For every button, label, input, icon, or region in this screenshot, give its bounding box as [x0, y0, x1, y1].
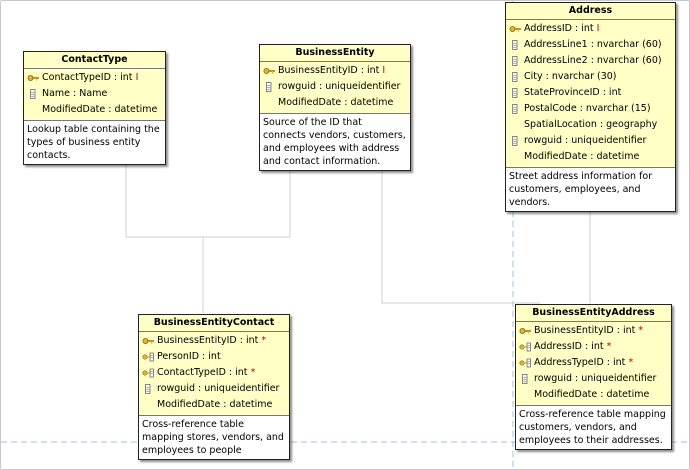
- entity-description: Cross-reference table mapping stores, ve…: [139, 415, 289, 459]
- column-name: ModifiedDate : datetime: [278, 97, 394, 108]
- entity-title: BusinessEntityContact: [139, 315, 289, 332]
- identity-mark: I: [135, 72, 139, 83]
- column-name: BusinessEntityID : int: [278, 65, 380, 76]
- column-name: AddressTypeID : int: [534, 357, 626, 368]
- column-name: AddressLine2 : nvarchar (60): [524, 55, 662, 66]
- entity-title: ContactType: [24, 52, 165, 69]
- column-row[interactable]: ContactTypeID : int *: [139, 365, 289, 381]
- column-name: ModifiedDate : datetime: [157, 399, 273, 410]
- column-name: AddressID : int: [534, 341, 604, 352]
- column-name: BusinessEntityID : int: [157, 335, 259, 346]
- column-row[interactable]: rowguid : uniqueidentifier: [516, 371, 671, 387]
- column-row[interactable]: SpatialLocation : geography: [506, 117, 675, 133]
- column-name: StateProvinceID : int: [524, 87, 622, 98]
- column-row[interactable]: PersonID : int: [139, 349, 289, 365]
- column-name: rowguid : uniqueidentifier: [534, 373, 657, 384]
- column-name: rowguid : uniqueidentifier: [278, 81, 401, 92]
- entity-address[interactable]: Address AddressID : int I AddressLine1 : …: [505, 2, 676, 212]
- column-name: AddressLine1 : nvarchar (60): [524, 39, 662, 50]
- entity-description: Street address information for customers…: [506, 167, 675, 211]
- column-name: PersonID : int: [157, 351, 221, 362]
- column-name: rowguid : uniqueidentifier: [157, 383, 280, 394]
- column-row[interactable]: StateProvinceID : int: [506, 85, 675, 101]
- column-row[interactable]: BusinessEntityID : int *: [516, 323, 671, 339]
- entity-title: Address: [506, 3, 675, 20]
- entity-title: BusinessEntity: [260, 45, 410, 62]
- column-row[interactable]: City : nvarchar (30): [506, 69, 675, 85]
- relationship-contacttype-businessentitycontact: [125, 161, 204, 313]
- column-row[interactable]: AddressID : int *: [516, 339, 671, 355]
- identity-mark: *: [628, 357, 634, 368]
- column-name: ModifiedDate : datetime: [534, 389, 650, 400]
- column-name: ModifiedDate : datetime: [524, 151, 640, 162]
- identity-mark: *: [261, 335, 267, 346]
- column-row[interactable]: AddressLine2 : nvarchar (60): [506, 53, 675, 69]
- column-list: BusinessEntityID : int *AddressID : int …: [516, 322, 671, 405]
- column-name: ContactTypeID : int: [42, 72, 133, 83]
- column-name: Name : Name: [42, 88, 108, 99]
- identity-mark: *: [606, 341, 612, 352]
- column-row[interactable]: ModifiedDate : datetime: [516, 387, 671, 403]
- column-row[interactable]: Name : Name: [24, 86, 165, 102]
- entity-description: Cross-reference table mapping customers,…: [516, 405, 671, 449]
- column-name: ModifiedDate : datetime: [42, 104, 158, 115]
- column-row[interactable]: ModifiedDate : datetime: [260, 95, 410, 111]
- identity-mark: *: [638, 325, 644, 336]
- column-row[interactable]: rowguid : uniqueidentifier: [506, 133, 675, 149]
- column-row[interactable]: AddressTypeID : int *: [516, 355, 671, 371]
- identity-mark: I: [382, 65, 386, 76]
- identity-mark: I: [596, 23, 600, 34]
- column-row[interactable]: AddressID : int I: [506, 21, 675, 37]
- entity-contacttype[interactable]: ContactType ContactTypeID : int I Name : …: [23, 51, 166, 165]
- column-name: AddressID : int: [524, 23, 594, 34]
- column-row[interactable]: ContactTypeID : int I: [24, 70, 165, 86]
- relationship-businessentity-businessentityaddress: [381, 166, 540, 304]
- column-name: SpatialLocation : geography: [524, 119, 658, 130]
- column-name: BusinessEntityID : int: [534, 325, 636, 336]
- entity-description: Lookup table containing the types of bus…: [24, 120, 165, 164]
- column-row[interactable]: ModifiedDate : datetime: [24, 102, 165, 118]
- entity-description: Source of the ID that connects vendors, …: [260, 113, 410, 170]
- column-row[interactable]: AddressLine1 : nvarchar (60): [506, 37, 675, 53]
- column-row[interactable]: BusinessEntityID : int I: [260, 63, 410, 79]
- column-list: AddressID : int I AddressLine1 : nvarchar…: [506, 20, 675, 167]
- column-name: rowguid : uniqueidentifier: [524, 135, 647, 146]
- column-name: City : nvarchar (30): [524, 71, 617, 82]
- column-row[interactable]: rowguid : uniqueidentifier: [260, 79, 410, 95]
- column-row[interactable]: PostalCode : nvarchar (15): [506, 101, 675, 117]
- entity-businessentityaddress[interactable]: BusinessEntityAddress BusinessEntityID :…: [515, 304, 672, 450]
- entity-businessentitycontact[interactable]: BusinessEntityContact BusinessEntityID :…: [138, 314, 290, 460]
- column-row[interactable]: rowguid : uniqueidentifier: [139, 381, 289, 397]
- column-row[interactable]: BusinessEntityID : int *: [139, 333, 289, 349]
- column-row[interactable]: ModifiedDate : datetime: [139, 397, 289, 413]
- column-name: PostalCode : nvarchar (15): [524, 103, 651, 114]
- column-row[interactable]: ModifiedDate : datetime: [506, 149, 675, 165]
- identity-mark: *: [250, 367, 256, 378]
- column-name: ContactTypeID : int: [157, 367, 248, 378]
- relationship-businessentity-businessentitycontact: [203, 166, 291, 238]
- entity-title: BusinessEntityAddress: [516, 305, 671, 322]
